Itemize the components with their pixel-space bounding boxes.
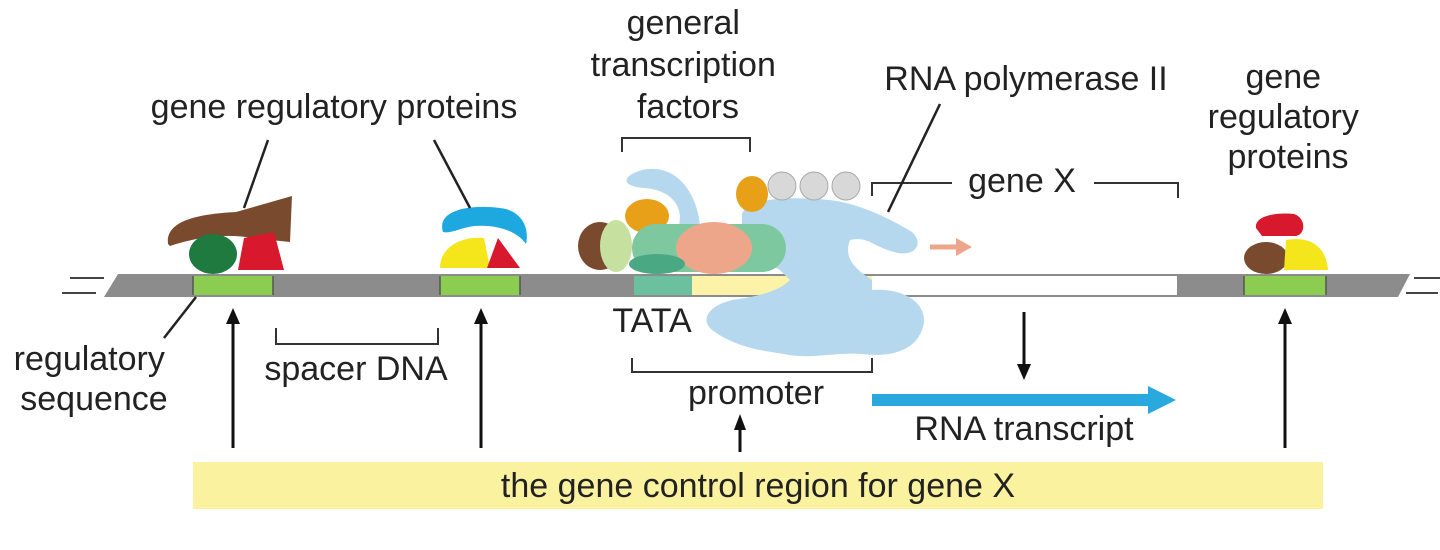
gray-factor-circle-2 xyxy=(799,171,829,201)
tbp-factor xyxy=(629,254,685,274)
control-region-bar xyxy=(193,462,1323,509)
rna-transcript-label: RNA transcript xyxy=(914,410,1134,448)
transcription-direction-arrow xyxy=(930,238,972,256)
regulatory-sequence-segment-2 xyxy=(440,276,520,295)
rna-transcript-arrow xyxy=(872,386,1176,414)
transcription-initiation-complex xyxy=(578,168,925,357)
orange-factor-small xyxy=(736,176,768,212)
general-transcription-factors-line-3: factors xyxy=(637,88,739,126)
cyan-regulatory-protein xyxy=(442,206,527,244)
dna-continuation-dashes xyxy=(62,277,1440,294)
red-regulatory-protein-right xyxy=(1255,213,1304,236)
dark-green-regulatory-protein xyxy=(189,234,237,274)
brown-regulatory-protein-right xyxy=(1244,242,1288,274)
promoter-label: promoter xyxy=(688,374,824,412)
promoter-bracket xyxy=(631,358,873,373)
regulatory-sequence-segment-1 xyxy=(193,276,273,295)
gene-x-bracket-right xyxy=(1094,182,1179,198)
gene-x-coding-segment xyxy=(872,276,1177,295)
red-regulatory-protein-middle xyxy=(487,238,520,268)
light-blue-factor-arm xyxy=(626,168,700,240)
gray-factor-circle-3 xyxy=(831,171,861,201)
gene-x-bracket-left xyxy=(871,182,952,196)
brown-regulatory-protein xyxy=(167,196,292,246)
gene-regulatory-proteins-right-line-3: proteins xyxy=(1228,138,1349,176)
control-region-label: the gene control region for gene X xyxy=(501,467,1015,505)
gene-regulatory-proteins-right-line-1: gene xyxy=(1245,58,1321,96)
regulatory-sequence-line-1: regulatory xyxy=(14,340,165,378)
gene-regulatory-proteins-left-label: gene regulatory proteins xyxy=(151,88,518,126)
gray-factor-circle-1 xyxy=(767,171,797,201)
gene-regulatory-proteins-right-label: gene regulatory proteins xyxy=(1208,58,1369,176)
light-green-factor xyxy=(600,220,632,272)
regulatory-sequence-segment-3 xyxy=(1244,276,1326,295)
spacer-dna-bracket xyxy=(275,328,439,345)
tata-segment xyxy=(634,276,692,295)
tata-label: TATA xyxy=(612,302,692,340)
gene-regulatory-proteins-left-complex xyxy=(167,196,292,274)
general-transcription-factors-line-1: general xyxy=(627,4,740,42)
gene-regulatory-proteins-right-complex xyxy=(1244,213,1328,274)
general-transcription-factors-label: general transcription factors xyxy=(591,4,786,126)
salmon-factor xyxy=(676,222,752,274)
regulatory-sequence-line-2: sequence xyxy=(20,380,167,418)
general-transcription-factors-line-2: transcription xyxy=(591,46,776,84)
gene-x-label: gene X xyxy=(968,162,1076,200)
control-region-arrows xyxy=(226,308,1292,452)
rna-polymerase-ii-label: RNA polymerase II xyxy=(884,60,1167,98)
general-factors-bracket xyxy=(621,137,751,152)
spacer-dna-label: spacer DNA xyxy=(264,350,448,388)
red-regulatory-protein xyxy=(238,232,284,270)
gene-regulatory-proteins-right-line-2: regulatory xyxy=(1208,98,1359,136)
gene-to-transcript-arrow xyxy=(1017,312,1031,380)
yellow-regulatory-protein xyxy=(440,237,490,268)
gene-regulatory-proteins-middle-complex xyxy=(440,206,527,268)
yellow-regulatory-protein-right xyxy=(1284,239,1328,270)
dna-strand xyxy=(62,274,1440,297)
regulatory-sequence-label: regulatory sequence xyxy=(14,340,175,418)
